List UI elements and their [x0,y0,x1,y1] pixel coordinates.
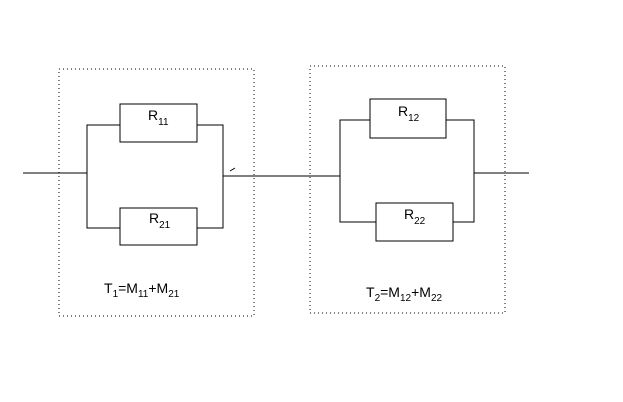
block1-bottom-branch [86,173,120,229]
resistor-r12: R12 [369,98,447,139]
group-box-2 [309,65,506,314]
formula-t2-part-4: +M [411,284,431,300]
block1-top-branch [86,124,120,173]
svg-text:R12: R12 [398,103,420,124]
formula-t1-part-2: =M [118,280,138,296]
resistor-r21: R21 [119,207,198,246]
formula-t1-part-0: T [104,280,113,296]
block2-bottom-branch-right [453,173,475,223]
formula-t2: T2=M12+M22 [366,284,442,304]
block2-bottom-branch [339,176,376,223]
formula-t1-part-3: 11 [138,289,149,300]
svg-text:R22: R22 [404,206,426,227]
formula-t1-part-4: +M [148,280,168,296]
formula-t2-part-0: T [366,284,375,300]
resistor-r21-sub: 21 [159,220,171,231]
resistor-r11: R11 [119,103,198,143]
formula-t2-part-1: 2 [375,293,381,304]
formula-t1-part-5: 21 [168,289,180,300]
resistor-r22-sub: 22 [414,216,426,227]
formula-t1-part-1: 1 [113,289,119,300]
formula-t2-part-3: 12 [400,293,412,304]
block1-bottom-branch-right [197,176,224,229]
group-box-1 [58,68,255,317]
resistor-r21-base: R [149,210,159,226]
resistor-r11-base: R [148,107,158,123]
resistor-r22-base: R [404,206,414,222]
tick-mark [229,167,236,172]
resistor-r12-base: R [398,103,408,119]
formula-t2-part-2: =M [380,284,400,300]
svg-text:R11: R11 [148,107,169,128]
resistor-r11-sub: 11 [158,117,169,128]
resistor-r12-sub: 12 [408,113,420,124]
formula-t1: T1=M11+M21 [104,280,180,300]
block1-top-branch-right [197,124,224,176]
resistor-r22: R22 [375,202,454,242]
block2-top-branch [339,119,370,176]
formula-t2-part-5: 22 [431,293,443,304]
svg-text:R21: R21 [149,210,171,231]
block2-top-branch-right [446,119,475,173]
